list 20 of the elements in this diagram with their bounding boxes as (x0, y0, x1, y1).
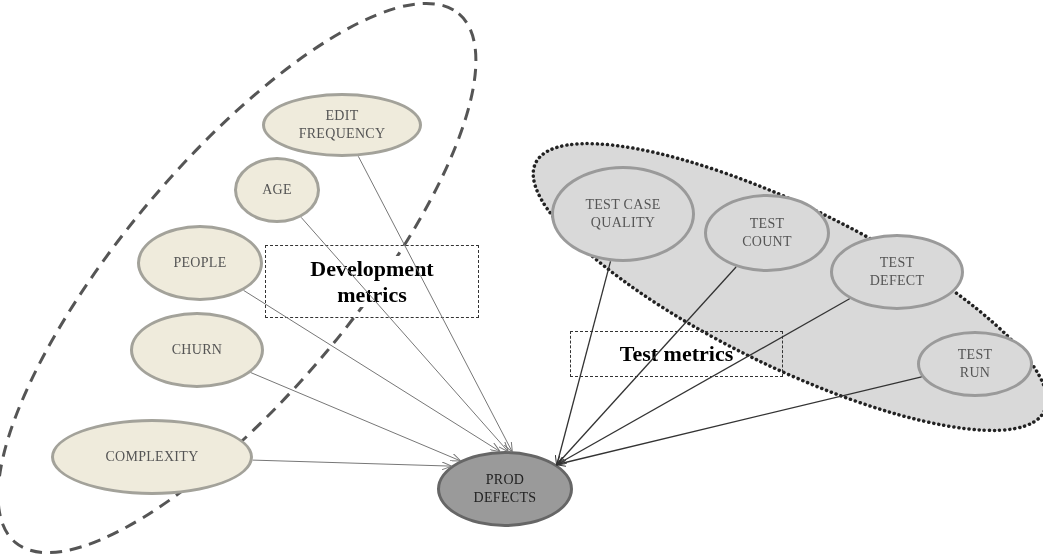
node-label: TEST CASE QUALITY (584, 195, 662, 232)
arrow (554, 260, 612, 466)
arrow (250, 372, 462, 462)
arrow (357, 155, 513, 453)
arrow (555, 298, 851, 466)
node-label: TEST RUN (956, 345, 994, 382)
arrow (300, 216, 509, 453)
arrow (243, 289, 501, 453)
arrow (252, 459, 453, 471)
node-label: TEST COUNT (741, 214, 793, 251)
node-label: AGE (262, 180, 292, 199)
node-label: PROD DEFECTS (472, 470, 538, 507)
node-label: PEOPLE (173, 253, 227, 272)
node-label: CHURN (171, 340, 223, 359)
node-label: TEST DEFECT (868, 253, 926, 290)
node-label: COMPLEXITY (105, 447, 199, 466)
arrow (555, 266, 737, 466)
arrow (555, 376, 923, 467)
group-label: Test metrics (618, 341, 735, 367)
node-label: EDIT FREQUENCY (297, 106, 387, 143)
